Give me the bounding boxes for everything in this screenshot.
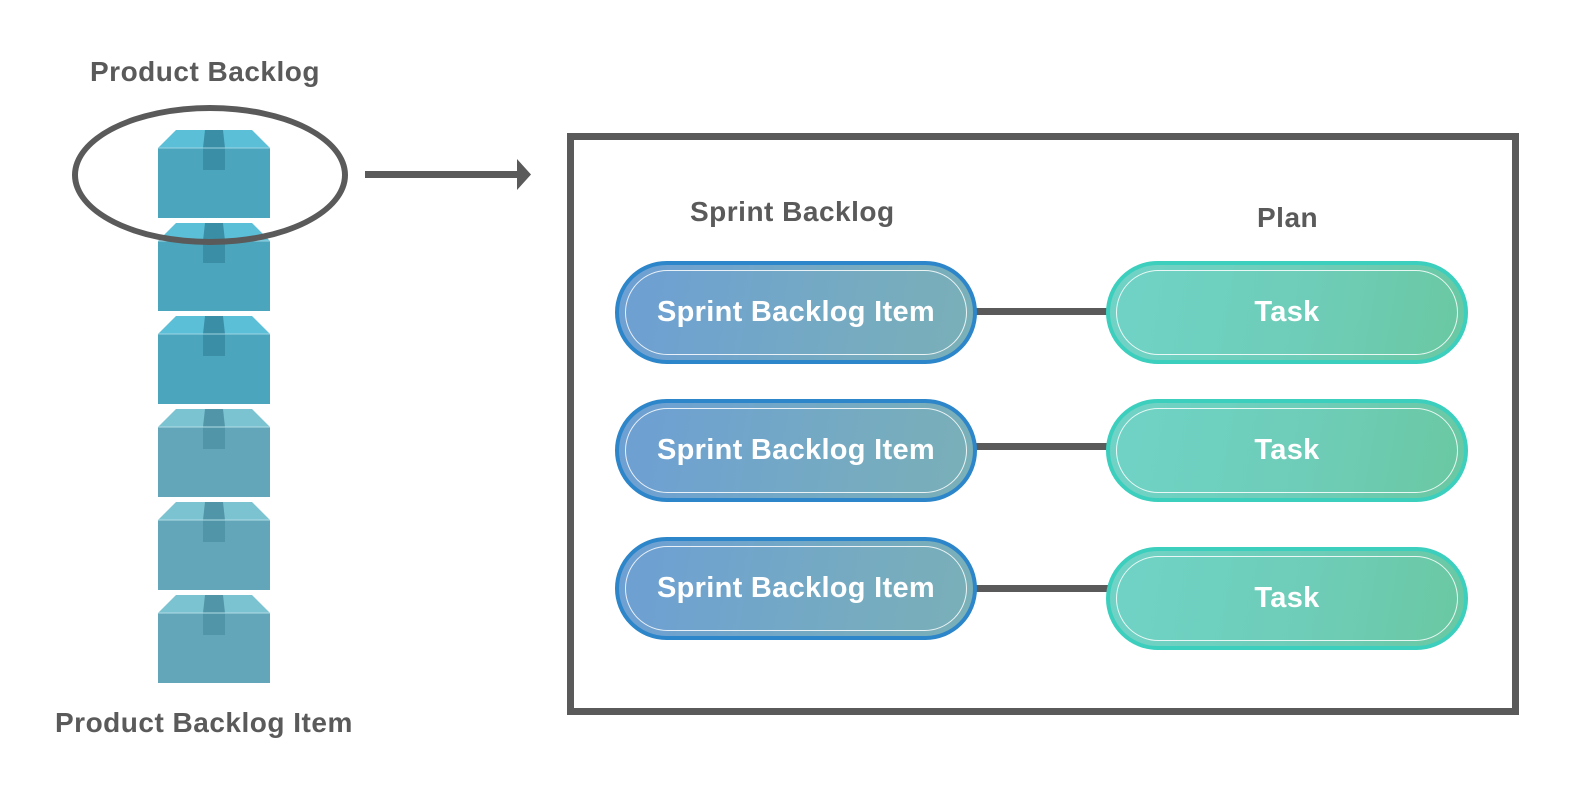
- sprint-backlog-item-label: Sprint Backlog Item: [656, 434, 936, 466]
- sprint-backlog-item-label: Sprint Backlog Item: [656, 296, 936, 328]
- product-backlog-title: Product Backlog: [90, 56, 320, 87]
- backlog-box-icon: [158, 409, 270, 497]
- backlog-box-icon: [158, 502, 270, 590]
- sprint-backlog-item-label: Sprint Backlog Item: [656, 572, 936, 604]
- connector-line: [975, 443, 1110, 450]
- connector-line: [975, 585, 1110, 592]
- arrow-right-icon: [365, 159, 531, 190]
- sprint-frame: [567, 133, 1519, 715]
- task-label: Task: [1254, 296, 1320, 328]
- task-label: Task: [1254, 434, 1320, 466]
- sprint-backlog-item: Sprint Backlog Item: [615, 261, 977, 364]
- product-backlog-item-label: Product Backlog Item: [55, 707, 353, 738]
- connector-line: [975, 308, 1110, 315]
- selection-ellipse: [72, 105, 348, 245]
- task-label: Task: [1254, 582, 1320, 614]
- backlog-box-icon: [158, 316, 270, 404]
- sprint-backlog-item: Sprint Backlog Item: [615, 399, 977, 502]
- task-item: Task: [1106, 547, 1468, 650]
- task-item: Task: [1106, 261, 1468, 364]
- task-item: Task: [1106, 399, 1468, 502]
- backlog-box-icon: [158, 595, 270, 683]
- sprint-backlog-title: Sprint Backlog: [690, 196, 895, 227]
- plan-title: Plan: [1257, 202, 1319, 233]
- sprint-backlog-item: Sprint Backlog Item: [615, 537, 977, 640]
